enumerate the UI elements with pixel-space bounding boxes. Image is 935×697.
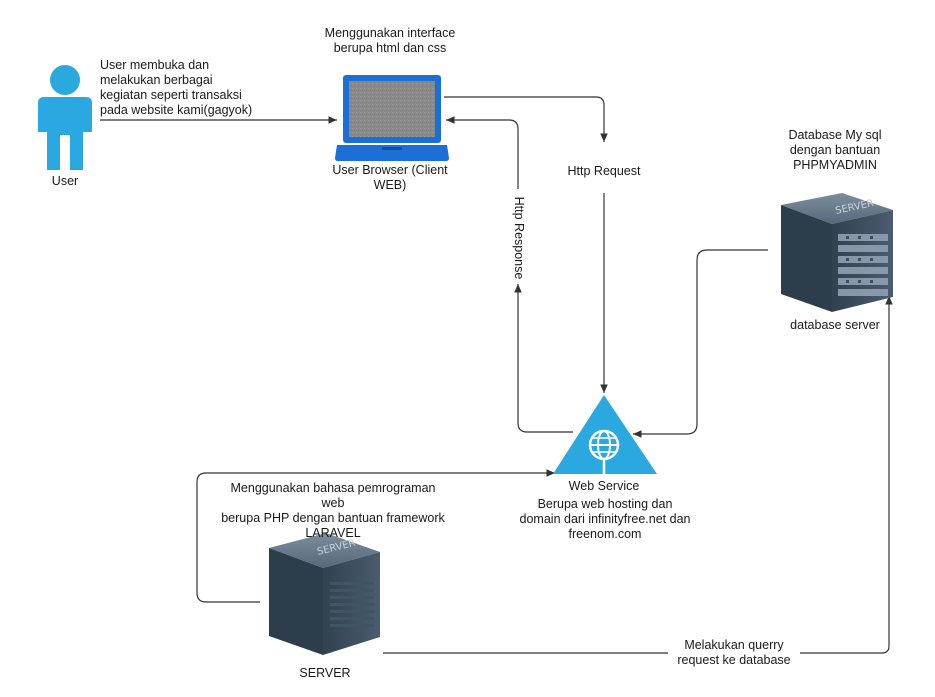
user-note: User membuka dan melakukan berbagai kegi… — [100, 58, 253, 117]
edge-http-response — [446, 116, 573, 433]
edge-db-to-webservice — [633, 249, 768, 438]
server-icon: SERVER — [269, 533, 380, 655]
browser-note: Menggunakan interface berupa html dan cs… — [324, 26, 456, 55]
edge-http-request — [444, 96, 608, 393]
browser-label: User Browser (Client WEB) — [332, 163, 448, 192]
server-label: SERVER — [299, 666, 351, 680]
database-server-icon: SERVER — [781, 193, 893, 312]
database-server-label: database server — [790, 318, 880, 332]
edge-query-to-db — [383, 296, 893, 654]
user-label: User — [51, 174, 79, 188]
web-service-icon — [553, 395, 657, 474]
server-note: Menggunakan bahasa pemrograman web berup… — [221, 481, 445, 540]
web-service-label: Web Service — [568, 479, 640, 493]
query-label: Melakukan querry request ke database — [668, 638, 800, 668]
web-service-note: Berupa web hosting dan domain dari infin… — [519, 497, 691, 541]
http-request-label: Http Request — [554, 164, 654, 179]
http-response-label: Http Response — [510, 192, 526, 284]
edge-server-to-webservice — [196, 469, 555, 603]
laptop-icon — [335, 75, 449, 161]
user-icon — [38, 65, 92, 170]
database-server-note: Database My sql dengan bantuan PHPMYADMI… — [788, 128, 882, 172]
